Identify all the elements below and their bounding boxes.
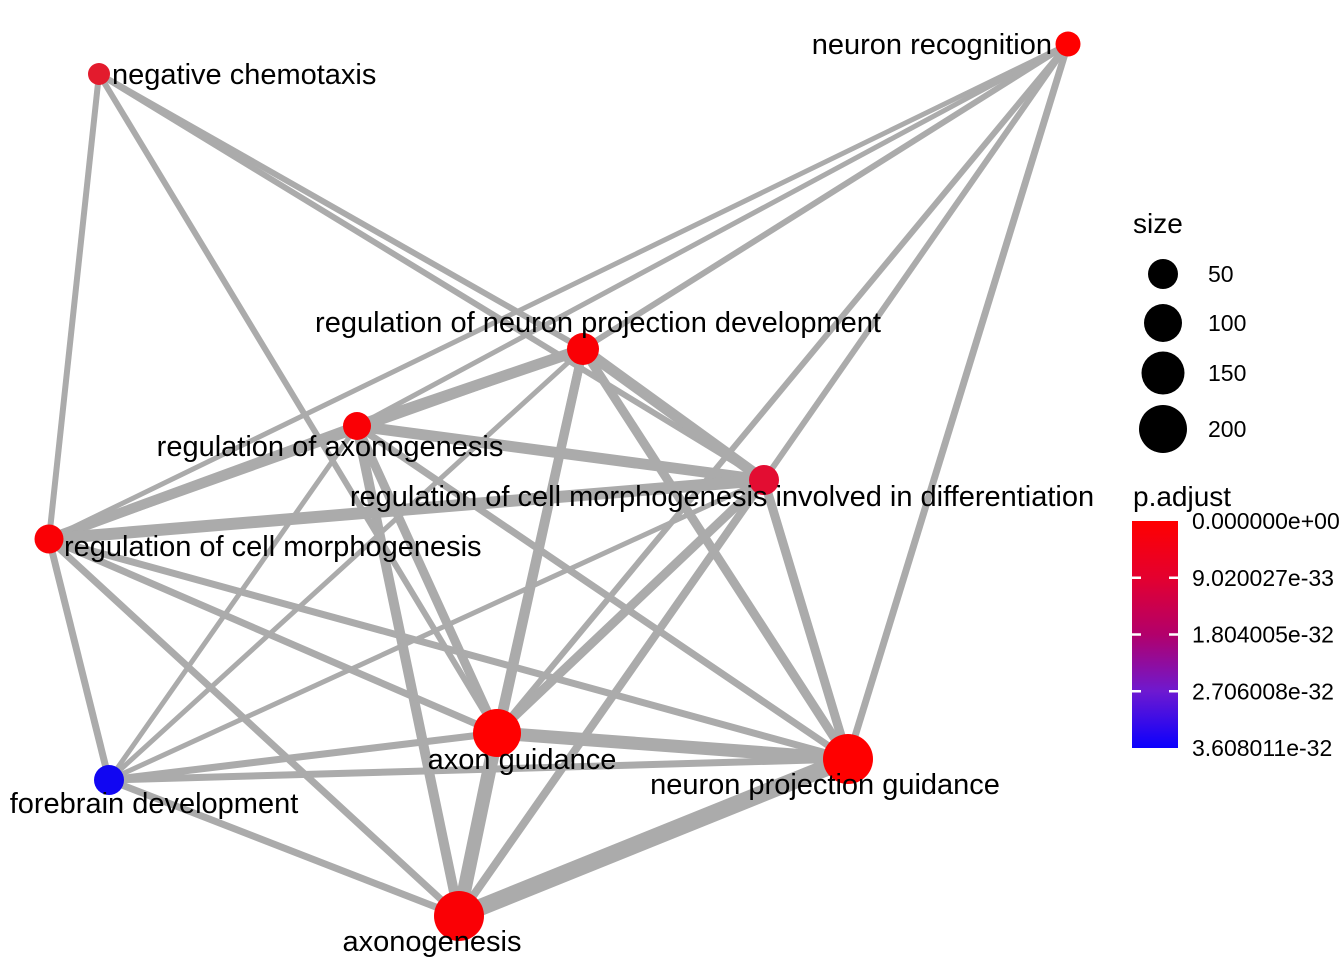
edge-regulation-of-axonogenesis--regulation-of-cell-morphogenesis (47, 421, 359, 544)
edge-axonogenesis--forebrain-development (107, 776, 461, 920)
node-negative-chemotaxis (88, 63, 110, 85)
size-legend-circle-50 (1148, 259, 1178, 289)
edge-regulation-of-axonogenesis--regulation-of-cell-morphogenesis-involved-in-differentiation (356, 420, 765, 486)
node-regulation-of-axonogenesis (343, 412, 371, 440)
edge-regulation-of-cell-morphogenesis--axon-guidance (47, 535, 499, 737)
edge-regulation-of-cell-morphogenesis-involved-in-differentiation--regulation-of-cell-morphogenesis (48, 474, 765, 545)
node-axonogenesis (434, 891, 484, 941)
edge-axon-guidance--axonogenesis (452, 731, 504, 918)
padjust-tick-label-0: 0.000000e+00 (1192, 508, 1340, 534)
edge-neuron-recognition--regulation-of-cell-morphogenesis-involved-in-differentiation (761, 42, 1071, 482)
node-axon-guidance (473, 709, 521, 757)
node-label-regulation-of-cell-morphogenesis: regulation of cell morphogenesis (64, 531, 482, 563)
size-legend-label-100: 100 (1208, 310, 1246, 336)
edge-negative-chemotaxis--axon-guidance (96, 72, 500, 735)
edge-layer (45, 41, 1072, 924)
edge-neuron-recognition--regulation-of-axonogenesis (355, 41, 1070, 429)
node-neuron-recognition (1055, 31, 1081, 57)
size-legend-label-50: 50 (1208, 261, 1234, 287)
edge-regulation-of-cell-morphogenesis--forebrain-development (45, 538, 113, 781)
padjust-tick-label-4: 3.608011e-32 (1192, 735, 1332, 761)
edge-regulation-of-axonogenesis--forebrain-development (106, 424, 360, 782)
node-label-regulation-of-axonogenesis: regulation of axonogenesis (157, 431, 504, 463)
edge-regulation-of-cell-morphogenesis-involved-in-differentiation--axonogenesis (455, 477, 768, 919)
node-label-neuron-recognition: neuron recognition (812, 29, 1052, 61)
node-regulation-of-neuron-projection-development (567, 333, 599, 365)
size-legend-circle-100 (1144, 304, 1182, 342)
size-legend-title: size (1133, 208, 1183, 239)
node-regulation-of-cell-morphogenesis-involved-in-differentiation (749, 465, 779, 495)
node-label-layer: negative chemotaxis neuron recognition reg… (10, 29, 1094, 958)
node-label-negative-chemotaxis: negative chemotaxis (112, 59, 376, 91)
edge-regulation-of-cell-morphogenesis-involved-in-differentiation--neuron-projection-guidance (759, 478, 853, 761)
edge-regulation-of-cell-morphogenesis-involved-in-differentiation--forebrain-development (107, 477, 766, 783)
edge-neuron-projection-guidance--forebrain-development (108, 755, 849, 784)
edge-neuron-projection-guidance--axonogenesis (455, 751, 852, 924)
node-label-regulation-of-neuron-projection-development: regulation of neuron projection developm… (315, 307, 881, 339)
size-legend-label-200: 200 (1208, 416, 1246, 442)
node-regulation-of-cell-morphogenesis (34, 524, 64, 554)
edge-regulation-of-cell-morphogenesis--axonogenesis (46, 536, 462, 919)
edge-regulation-of-cell-morphogenesis--neuron-projection-guidance (48, 535, 849, 763)
edge-axon-guidance--neuron-projection-guidance (496, 726, 849, 766)
edge-neuron-recognition--axon-guidance (494, 42, 1071, 735)
size-legend-label-150: 150 (1208, 360, 1246, 386)
edge-regulation-of-axonogenesis--axon-guidance (352, 424, 502, 735)
node-label-regulation-of-cell-morphogenesis-involved-in-differentiation: regulation of cell morphogenesis involve… (350, 481, 1094, 513)
node-label-axon-guidance: axon guidance (428, 744, 617, 776)
padjust-tick-label-3: 2.706008e-32 (1192, 678, 1334, 704)
padjust-tick-label-2: 1.804005e-32 (1192, 622, 1334, 648)
size-legend-circle-200 (1139, 405, 1187, 453)
node-forebrain-development (94, 765, 124, 795)
padjust-legend-title: p.adjust (1133, 481, 1231, 512)
edge-regulation-of-neuron-projection-development--forebrain-development (107, 347, 585, 782)
edge-negative-chemotaxis--regulation-of-cell-morphogenesis (46, 73, 102, 540)
node-label-axonogenesis: axonogenesis (343, 926, 522, 958)
edge-neuron-recognition--regulation-of-neuron-projection-development (581, 41, 1070, 352)
node-label-forebrain-development: forebrain development (10, 788, 299, 820)
node-layer (34, 31, 1081, 941)
padjust-tick-label-1: 9.020027e-33 (1192, 565, 1334, 591)
node-neuron-projection-guidance (823, 734, 873, 784)
node-label-neuron-projection-guidance: neuron projection guidance (650, 769, 1000, 801)
edge-negative-chemotaxis--regulation-of-cell-morphogenesis-involved-in-differentiation (97, 71, 766, 483)
edge-axon-guidance--forebrain-development (108, 729, 498, 784)
edge-regulation-of-cell-morphogenesis-involved-in-differentiation--axon-guidance (493, 476, 768, 737)
edge-neuron-recognition--regulation-of-cell-morphogenesis (47, 41, 1070, 542)
size-legend-circle-150 (1141, 351, 1185, 395)
edge-neuron-recognition--neuron-projection-guidance (844, 42, 1072, 761)
edge-regulation-of-axonogenesis--neuron-projection-guidance (355, 423, 850, 762)
size-legend: size 50 100 150 200 (1133, 208, 1246, 453)
edge-regulation-of-neuron-projection-development--regulation-of-cell-morphogenesis-involved-in-differentiation (579, 344, 768, 485)
